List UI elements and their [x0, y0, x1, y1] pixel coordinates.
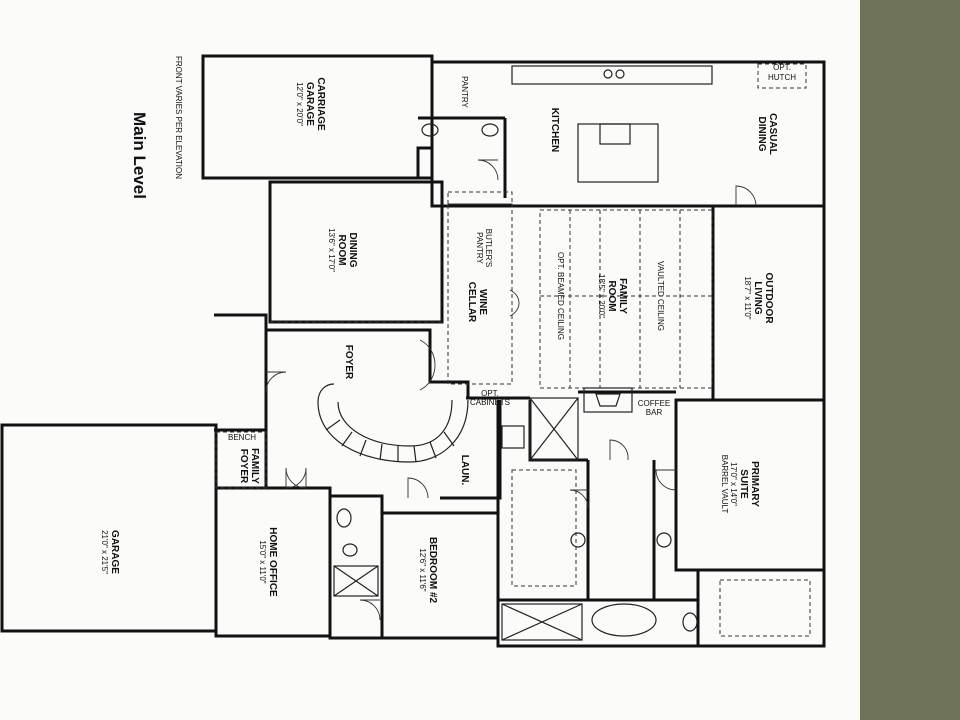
porch-wall: [214, 313, 268, 432]
svg-text:HUTCH: HUTCH: [768, 73, 796, 82]
svg-text:CELLAR: CELLAR: [466, 282, 477, 323]
bedroom2-outline: [380, 511, 500, 640]
svg-text:FAMILY: FAMILY: [617, 278, 628, 314]
svg-text:GARAGE: GARAGE: [304, 82, 315, 126]
svg-text:12'6" x 11'6": 12'6" x 11'6": [418, 548, 427, 591]
svg-text:VAULTED CEILING: VAULTED CEILING: [656, 261, 665, 331]
bath-shower: [333, 565, 379, 597]
powder-toilet: [421, 123, 439, 137]
primary-bath-outline: [496, 598, 700, 648]
svg-text:BUTLER'S: BUTLER'S: [484, 229, 493, 267]
svg-text:18'5" x 20'0": 18'5" x 20'0": [597, 274, 606, 318]
svg-text:17'0" x 14'0": 17'0" x 14'0": [729, 462, 738, 506]
svg-text:KITCHEN: KITCHEN: [549, 108, 560, 152]
svg-text:18'7" x 11'0": 18'7" x 11'0": [743, 276, 752, 319]
room-garage: GARAGE 21'0" x 21'5": [100, 530, 120, 574]
svg-text:OUTDOOR: OUTDOOR: [763, 272, 774, 324]
svg-text:FOYER: FOYER: [238, 449, 249, 484]
svg-text:CABINETS: CABINETS: [470, 398, 510, 407]
garage-outline: [0, 423, 218, 633]
fireplace: [583, 387, 633, 413]
room-dining: DINING ROOM 13'6" x 17'0": [327, 228, 358, 272]
room-butlers-pantry: BUTLER'S PANTRY: [475, 229, 493, 267]
label-bench: BENCH: [228, 433, 256, 442]
svg-text:BENCH: BENCH: [228, 433, 256, 442]
svg-text:WINE: WINE: [477, 289, 488, 315]
room-labels: CARRIAGE GARAGE 12'0" x 20'0" PANTRY KIT…: [100, 63, 796, 603]
room-casual-dining: CASUAL DINING: [756, 113, 778, 155]
room-pantry: PANTRY: [460, 76, 469, 108]
svg-text:ROOM: ROOM: [336, 234, 347, 265]
svg-text:FAMILY: FAMILY: [249, 448, 260, 484]
room-foyer: FOYER: [343, 345, 354, 380]
svg-text:PRIMARY: PRIMARY: [749, 461, 760, 507]
svg-text:OPT. BEAMED CEILING: OPT. BEAMED CEILING: [556, 252, 565, 340]
svg-text:DINING: DINING: [347, 233, 358, 268]
svg-text:HOME OFFICE: HOME OFFICE: [267, 527, 278, 597]
svg-text:SUITE: SUITE: [738, 469, 749, 499]
bath-toilet: [336, 508, 352, 528]
label-opt-beamed-ceiling: OPT. BEAMED CEILING: [556, 252, 565, 340]
svg-text:BARREL VAULT: BARREL VAULT: [720, 455, 729, 514]
svg-text:21'0" x 21'5": 21'0" x 21'5": [100, 530, 109, 574]
laundry-wall: [440, 400, 502, 500]
svg-text:13'6" x 17'0": 13'6" x 17'0": [327, 228, 336, 272]
svg-text:ROOM: ROOM: [606, 280, 617, 311]
foyer-wall: [266, 328, 470, 398]
fixtures: [333, 65, 713, 641]
svg-text:LAUN.: LAUN.: [459, 455, 470, 486]
room-carriage-garage: CARRIAGE GARAGE 12'0" x 20'0": [295, 77, 326, 131]
curved-staircase: [317, 383, 469, 463]
entry-skylight: [529, 397, 579, 461]
svg-text:GARAGE: GARAGE: [109, 530, 120, 574]
label-vaulted-ceiling: VAULTED CEILING: [656, 261, 665, 331]
room-family: FAMILY ROOM 18'5" x 20'0": [597, 274, 628, 318]
door-swings: [265, 159, 757, 621]
room-opt-hutch: OPT. HUTCH: [768, 63, 796, 82]
svg-text:CARRIAGE: CARRIAGE: [315, 77, 326, 131]
room-primary-suite: PRIMARY SUITE 17'0" x 14'0" BARREL VAULT: [720, 455, 760, 514]
pantry-wall: [416, 62, 434, 178]
room-kitchen: KITCHEN: [549, 108, 560, 152]
room-bedroom-2: BEDROOM #2 12'6" x 11'6": [418, 537, 438, 604]
elevation-note: FRONT VARIES PER ELEVATION: [174, 56, 183, 179]
svg-text:LIVING: LIVING: [752, 281, 763, 315]
page-title: Main Level: [130, 112, 149, 199]
floor-plan: Main Level FRONT VARIES PER ELEVATION CA…: [0, 54, 826, 648]
walls: [0, 54, 826, 648]
primary-sink-1: [570, 532, 586, 548]
kitchen-island: [577, 123, 659, 183]
svg-text:PANTRY: PANTRY: [460, 76, 469, 108]
primary-closet-outline: [696, 568, 826, 648]
svg-text:COFFEE: COFFEE: [638, 399, 670, 408]
svg-text:FOYER: FOYER: [343, 345, 354, 380]
room-wine-cellar: WINE CELLAR: [466, 282, 488, 323]
room-home-office: HOME OFFICE 15'0" x 11'0": [258, 527, 278, 597]
bath-outline: [328, 494, 384, 640]
room-outdoor-living: OUTDOOR LIVING 18'7" x 11'0": [743, 272, 774, 324]
room-laundry: LAUN.: [459, 455, 470, 486]
kitchen-counter: [511, 65, 713, 85]
svg-text:BAR: BAR: [646, 408, 663, 417]
bathtub: [591, 603, 657, 637]
primary-toilet: [682, 612, 698, 632]
svg-text:OPT.: OPT.: [773, 63, 791, 72]
svg-text:BEDROOM #2: BEDROOM #2: [427, 537, 438, 604]
label-opt-cabinets: OPT. CABINETS: [470, 389, 510, 407]
svg-text:DINING: DINING: [756, 117, 767, 152]
dashed-details: [215, 63, 811, 637]
svg-text:PANTRY: PANTRY: [475, 232, 484, 264]
svg-text:15'0" x 11'0": 15'0" x 11'0": [258, 540, 267, 583]
primary-sink-2: [656, 532, 672, 548]
label-coffee-bar: COFFEE BAR: [638, 399, 670, 417]
shower: [501, 603, 583, 641]
svg-text:OPT.: OPT.: [481, 389, 499, 398]
background-strip: [860, 0, 960, 720]
svg-text:CASUAL: CASUAL: [767, 113, 778, 155]
svg-text:12'0" x 20'0": 12'0" x 20'0": [295, 82, 304, 126]
room-family-foyer: FAMILY FOYER: [238, 448, 260, 484]
